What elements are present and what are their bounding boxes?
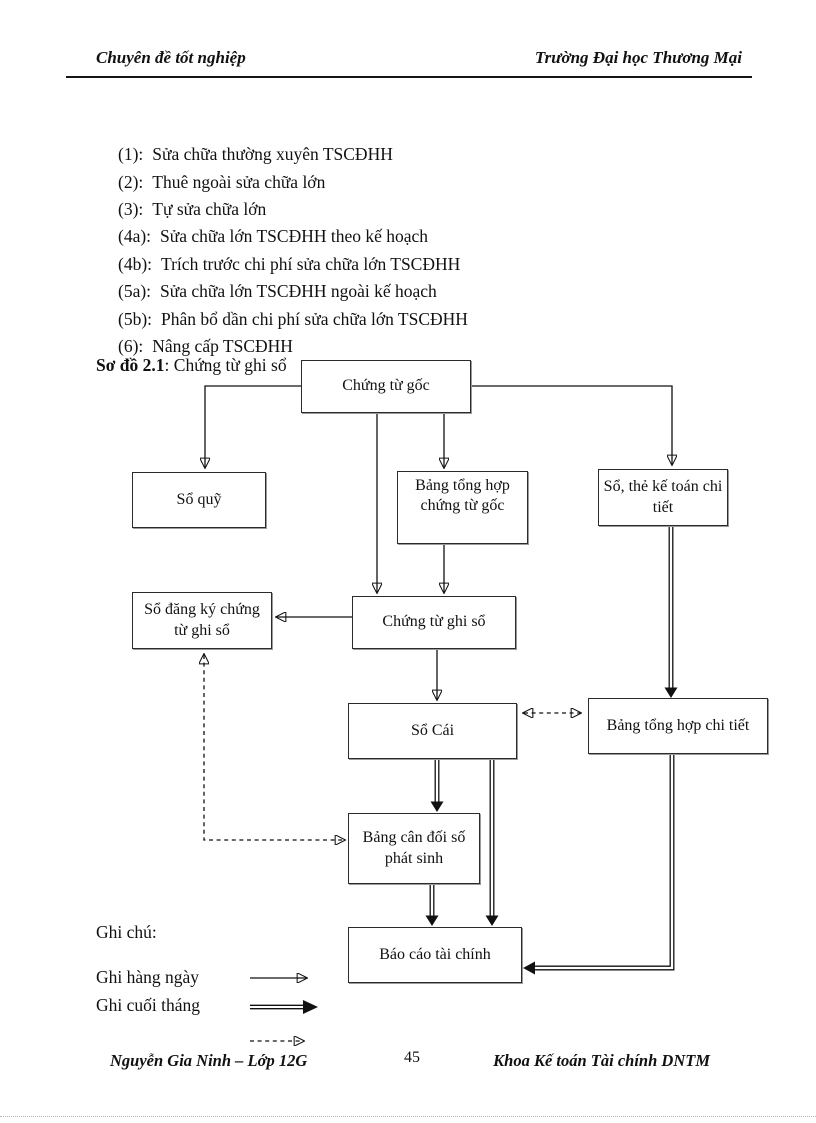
note-number: (2): (118, 171, 144, 192)
box-chung-tu-goc: Chứng từ gốc (301, 360, 471, 413)
box-bang-tong-hop-chi-tiet: Bảng tổng hợp chi tiết (588, 698, 768, 754)
box-so-dang-ky: Sổ đăng ký chứng từ ghi sổ (132, 592, 272, 649)
note-text: Thuê ngoài sửa chữa lớn (152, 171, 326, 192)
note-row: (6): Nâng cấp TSCĐHH (118, 333, 468, 360)
legend-monthly-label: Ghi cuối tháng (96, 995, 201, 1015)
note-number: (1): (118, 144, 144, 165)
caption-text: : Chứng từ ghi sổ (164, 355, 287, 375)
header-left: Chuyên đề tốt nghiệp (96, 48, 246, 67)
note-text: Trích trước chi phí sửa chữa lớn TSCĐHH (161, 253, 461, 274)
conn-can-doi-to-bao-cao (425, 884, 439, 926)
conn-so-cai-to-can-doi (430, 759, 444, 812)
note-text: Phân bổ dần chi phí sửa chữa lớn TSCĐHH (161, 308, 468, 329)
box-chung-tu-ghi-so: Chứng từ ghi sổ (352, 596, 516, 649)
footer-faculty: Khoa Kế toán Tài chính DNTM (493, 1051, 710, 1070)
note-number: (4b): (118, 253, 153, 274)
note-text: Sửa chữa lớn TSCĐHH theo kế hoạch (160, 226, 429, 247)
conn-goc-to-so-quy (205, 385, 301, 467)
header-right: Trường Đại học Thương Mại (534, 48, 742, 67)
note-row: (2): Thuê ngoài sửa chữa lớn (118, 168, 468, 195)
note-text: Sửa chữa thường xuyên TSCĐHH (152, 144, 393, 165)
footer-author: Nguyễn Gia Ninh – Lớp 12G (110, 1051, 308, 1070)
note-number: (4a): (118, 226, 152, 247)
header-rule (66, 76, 752, 78)
note-number: (5a): (118, 281, 152, 302)
note-row: (3): Tự sửa chữa lớn (118, 196, 468, 223)
note-text: Tự sửa chữa lớn (152, 198, 267, 219)
note-number: (3): (118, 198, 144, 219)
note-text: Sửa chữa lớn TSCĐHH ngoài kế hoạch (160, 281, 437, 302)
conn-so-the-to-bang-ct (664, 527, 678, 698)
box-bao-cao-tai-chinh: Báo cáo tài chính (348, 927, 522, 983)
box-so-quy: Sổ quỹ (132, 472, 266, 528)
box-so-the-ke-toan: Sổ, thẻ kế toán chi tiết (598, 469, 728, 526)
notes-list: (1): Sửa chữa thường xuyên TSCĐHH (2): Thu… (118, 141, 468, 360)
note-row: (5b): Phân bổ dần chi phí sửa chữa lớn TS… (118, 305, 468, 332)
conn-so-cai-to-bao-cao (485, 759, 499, 926)
conn-dang-ky-can-doi-dashed (204, 655, 344, 840)
conn-bang-ct-to-bao-cao (523, 754, 675, 975)
note-row: (5a): Sửa chữa lớn TSCĐHH ngoài kế hoạch (118, 278, 468, 305)
box-bang-can-doi: Bảng cân đối số phát sinh (348, 813, 480, 884)
box-bang-tong-hop-chung-tu-goc: Bảng tổng hợp chứng từ gốc (397, 471, 528, 544)
bottom-dotted-rule (0, 1116, 816, 1117)
legend-daily-label: Ghi hàng ngày (96, 967, 200, 987)
footer-page-number: 45 (404, 1049, 420, 1066)
legend-title: Ghi chú: (96, 922, 157, 942)
note-text: Nâng cấp TSCĐHH (152, 335, 293, 356)
diagram-caption: Sơ đồ 2.1: Chứng từ ghi sổ (96, 355, 287, 376)
note-row: (4b): Trích trước chi phí sửa chữa lớn TS… (118, 251, 468, 278)
note-number: (6): (118, 335, 144, 356)
conn-goc-to-so-the (470, 385, 672, 464)
legend-arrow-monthly (250, 1000, 318, 1014)
caption-label: Sơ đồ 2.1 (96, 355, 165, 375)
note-row: (1): Sửa chữa thường xuyên TSCĐHH (118, 141, 468, 168)
note-number: (5b): (118, 308, 153, 329)
box-so-cai: Sổ Cái (348, 703, 517, 759)
note-row: (4a): Sửa chữa lớn TSCĐHH theo kế hoạch (118, 223, 468, 250)
